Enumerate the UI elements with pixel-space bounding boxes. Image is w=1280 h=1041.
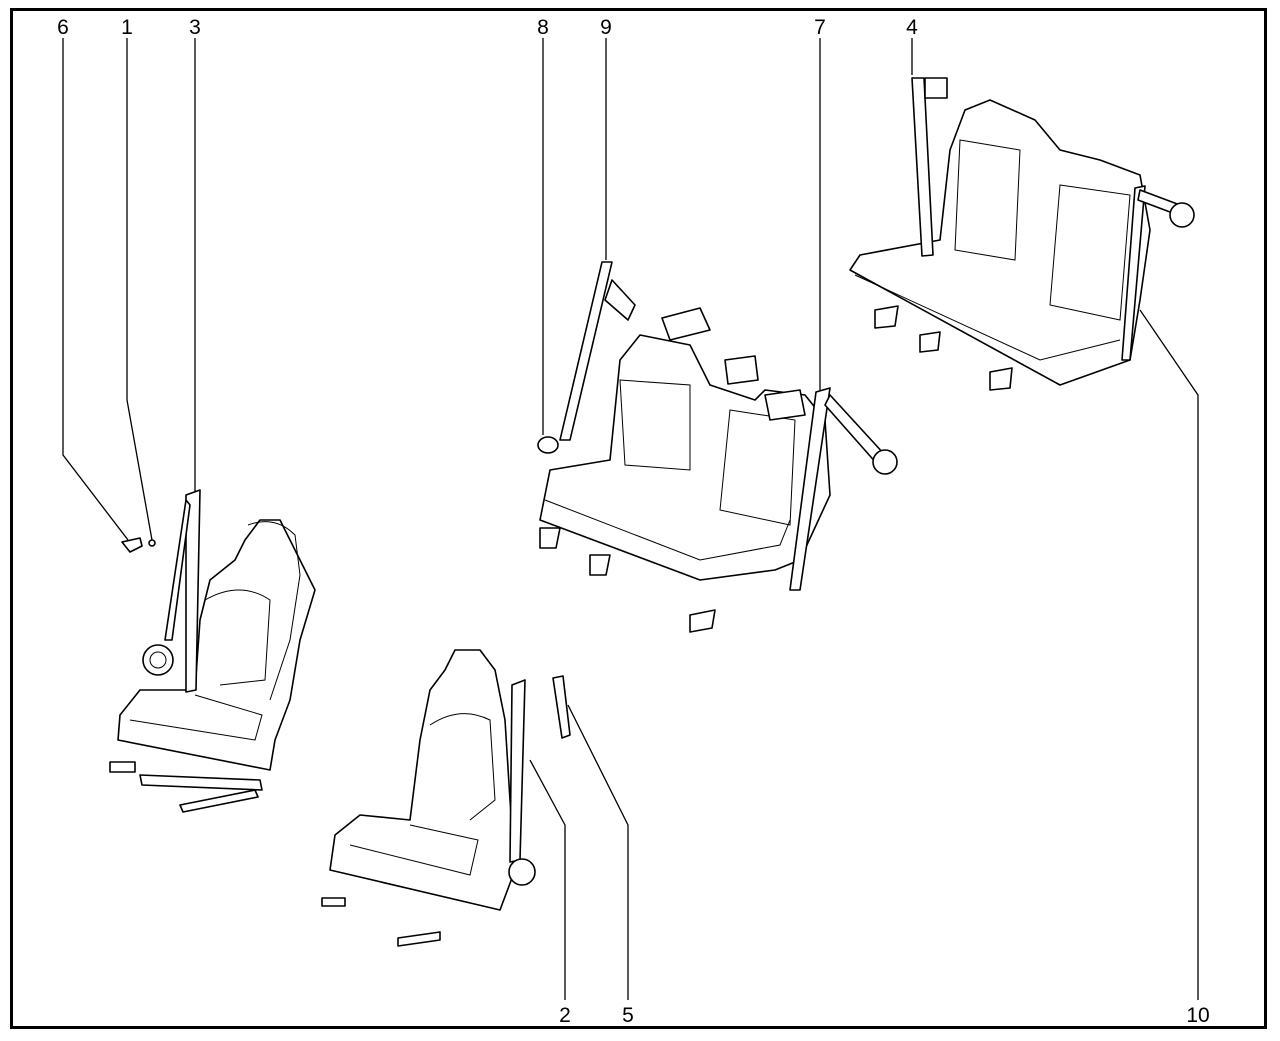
part-6-anchor (121, 537, 143, 553)
belt-10 (1121, 185, 1146, 361)
callout-3: 3 (189, 16, 201, 39)
callout-9: 9 (600, 16, 612, 39)
callout-8: 8 (537, 16, 549, 39)
belt-3 (185, 489, 201, 693)
belt-2 (509, 679, 526, 863)
leader-lines (62, 38, 1199, 1000)
leader-6 (62, 38, 129, 541)
belt-9 (559, 261, 613, 441)
second-row-bench (537, 261, 898, 633)
callout-4: 4 (906, 16, 918, 39)
belt-7 (789, 387, 831, 591)
part-8-buckle (537, 436, 559, 454)
leader-5 (567, 704, 629, 1000)
retractor-icon (142, 644, 174, 676)
third-row-seats (849, 77, 1195, 391)
front-left-seat (109, 489, 316, 813)
leader-2 (529, 759, 566, 1000)
leader-10 (1139, 309, 1199, 1000)
callout-5: 5 (622, 1004, 634, 1027)
callout-10: 10 (1186, 1004, 1210, 1027)
callout-2: 2 (559, 1004, 571, 1027)
callout-7: 7 (814, 16, 826, 39)
leader-1 (126, 38, 153, 541)
diagram-frame (10, 8, 1267, 1029)
part-1-bolt (148, 539, 156, 547)
callout-6: 6 (57, 16, 69, 39)
front-right-seat (321, 649, 536, 947)
part-5-buckle (552, 675, 571, 739)
callout-1: 1 (121, 16, 133, 39)
belt-4 (911, 77, 934, 257)
